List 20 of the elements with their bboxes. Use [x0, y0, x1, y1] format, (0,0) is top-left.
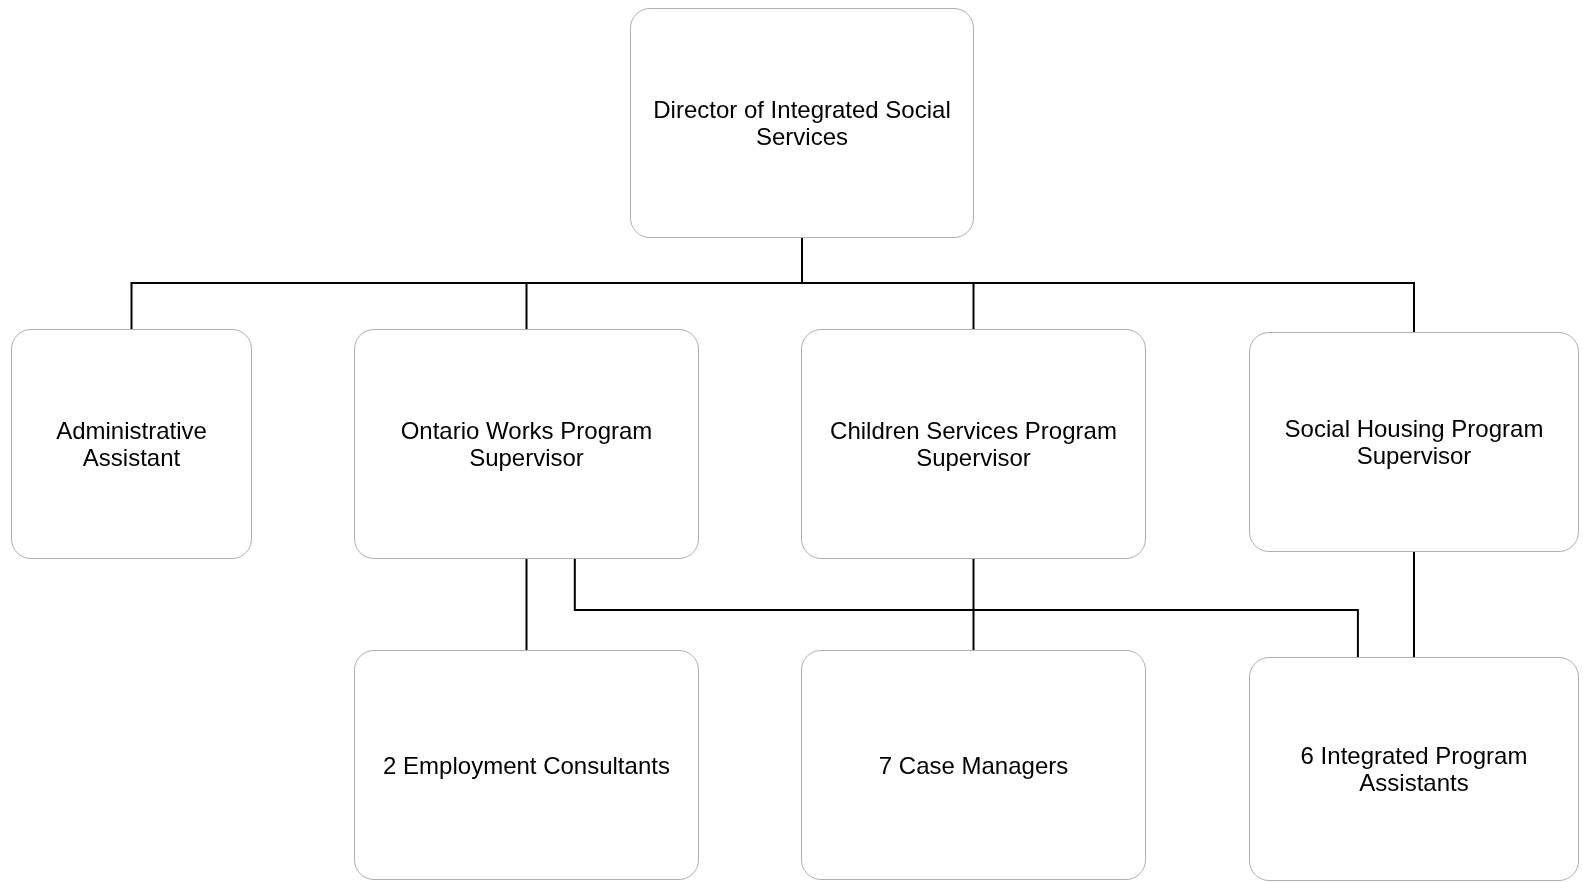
role-box — [630, 8, 974, 238]
role-title: 6 Integrated Program Assistants — [1299, 742, 1529, 796]
connector-line — [573, 558, 1359, 658]
role-box — [801, 329, 1146, 559]
role-box — [801, 650, 1146, 880]
role-title: Ontario Works Program Supervisor — [399, 417, 654, 471]
role-title: 2 Employment Consultants — [382, 751, 671, 779]
role-title: Director of Integrated Social Services — [652, 96, 952, 150]
role-box — [1249, 332, 1579, 552]
role-box — [1249, 657, 1579, 881]
role-title: Social Housing Program Supervisor — [1283, 415, 1545, 469]
role-title: Children Services Program Supervisor — [829, 417, 1118, 471]
role-box — [354, 329, 699, 559]
connector-line — [972, 558, 975, 651]
role-box — [11, 329, 252, 559]
connector-line — [1413, 551, 1415, 658]
role-box — [354, 650, 699, 880]
role-title: 7 Case Managers — [877, 751, 1070, 779]
role-title: Administrative Assistant — [55, 417, 208, 471]
connector-line — [525, 558, 528, 651]
